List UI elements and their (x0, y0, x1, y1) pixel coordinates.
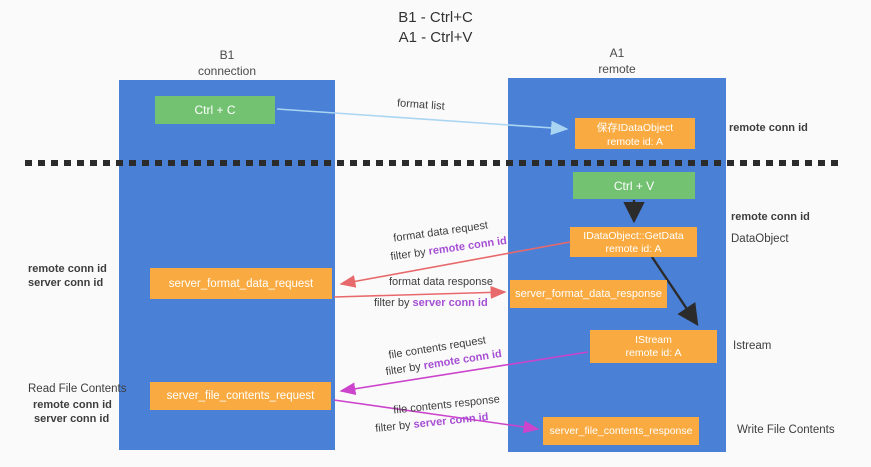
left-server-conn-id-note-2: server conn id (34, 413, 110, 425)
remote-conn-id-note-top: remote conn id (729, 122, 808, 134)
format-data-response-filter-label: filter by server conn id (374, 297, 488, 309)
getdata-remote-id: remote id: A (605, 242, 662, 255)
remote-conn-id-note-mid: remote conn id (731, 211, 810, 223)
diagram-title: B1 - Ctrl+C A1 - Ctrl+V (0, 8, 871, 49)
ctrl-v-box: Ctrl + V (573, 172, 695, 199)
ctrl-c-box: Ctrl + C (155, 96, 275, 124)
filter-by-text: filter by (374, 297, 413, 309)
dataobject-note: DataObject (731, 233, 789, 245)
write-file-contents-note: Write File Contents (737, 424, 835, 436)
left-column-header: B1 connection (119, 48, 335, 79)
left-column-subtitle: connection (197, 63, 257, 78)
istream-note: Istream (733, 340, 772, 352)
left-remote-conn-id-note-2: remote conn id (33, 399, 112, 411)
ctrl-v-label: Ctrl + V (613, 178, 655, 193)
format-data-response-label: format data response (389, 276, 493, 288)
right-column-name: A1 (609, 46, 625, 60)
server-format-data-response-box: server_format_data_response (510, 280, 667, 308)
istream-box: IStream remote id: A (590, 330, 717, 363)
save-dataobject-remote-id: remote id: A (606, 135, 664, 148)
left-server-conn-id-note: server conn id (28, 277, 104, 289)
istream-remote-id: remote id: A (625, 347, 682, 359)
istream-line1: IStream (635, 334, 672, 346)
server-file-contents-request-label: server_file_contents_request (166, 390, 315, 402)
save-dataobject-box: 保存IDataObject remote id: A (575, 118, 695, 149)
filter-by-text: filter by (389, 245, 430, 264)
server-format-data-response-label: server_format_data_response (515, 288, 662, 300)
left-column-name: B1 (219, 48, 235, 62)
server-file-contents-response-label: server_file_contents_response (549, 425, 693, 437)
remote-conn-id-key: remote conn id (427, 234, 508, 258)
phase-separator-dashed-line (25, 160, 838, 166)
save-dataobject-line1: 保存IDataObject (596, 121, 674, 134)
filter-by-text: filter by (384, 360, 425, 379)
ctrl-c-label: Ctrl + C (194, 103, 236, 117)
title-line-1: B1 - Ctrl+C (398, 9, 473, 26)
file-contents-response-filter-label: filter by server conn id (375, 411, 489, 435)
getdata-line1: IDataObject::GetData (583, 229, 684, 242)
server-file-contents-response-box: server_file_contents_response (543, 417, 699, 445)
server-conn-id-key: server conn id (412, 411, 490, 431)
server-format-data-request-box: server_format_data_request (150, 268, 332, 299)
filter-by-text: filter by (374, 418, 415, 435)
read-file-contents-note: Read File Contents (28, 383, 127, 395)
right-column-subtitle: remote (598, 61, 636, 76)
server-format-data-request-label: server_format_data_request (168, 277, 314, 290)
title-line-2: A1 - Ctrl+V (398, 29, 473, 47)
right-column-header: A1 remote (508, 46, 726, 77)
left-remote-conn-id-note: remote conn id (28, 263, 107, 275)
server-file-contents-request-box: server_file_contents_request (150, 382, 331, 410)
server-conn-id-key: server conn id (412, 297, 488, 309)
getdata-box: IDataObject::GetData remote id: A (570, 227, 697, 257)
format-list-label: format list (396, 97, 446, 113)
